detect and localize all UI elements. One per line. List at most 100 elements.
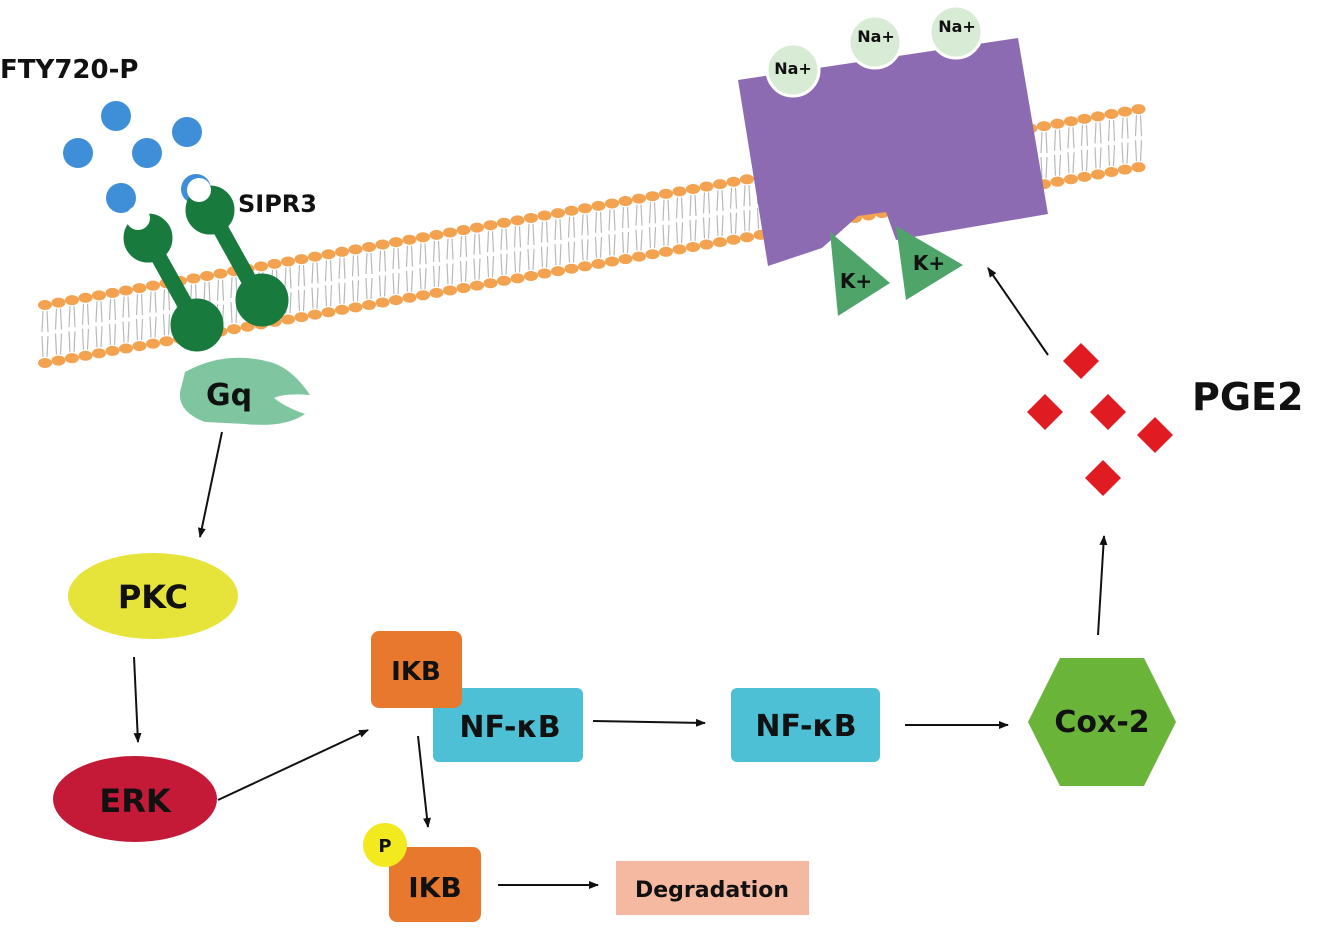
- lipid-tail: [167, 289, 171, 311]
- lipid-tail: [599, 236, 603, 258]
- lipid-tail: [59, 308, 63, 330]
- lipid-tail: [140, 294, 144, 316]
- k-label: K+: [840, 269, 872, 293]
- cox2-label: Cox-2: [1054, 705, 1149, 740]
- lipid-tail: [329, 285, 333, 307]
- lipid-tail: [68, 306, 71, 328]
- lipid-head: [227, 324, 241, 335]
- potassium-ion: K+: [896, 226, 963, 300]
- pkc-label: PKC: [118, 578, 188, 616]
- lipid-tail: [392, 273, 395, 295]
- lipid-tail: [316, 287, 319, 309]
- receptor-foot: [170, 298, 224, 352]
- lipid-tail: [567, 241, 571, 263]
- lipid-head: [510, 215, 525, 226]
- lipid-tail: [675, 197, 679, 219]
- lipid-tail: [1134, 115, 1138, 137]
- lipid-tail: [1080, 149, 1084, 171]
- lipid-head: [92, 290, 106, 301]
- lipid-tail: [149, 316, 152, 338]
- lipid-head: [402, 234, 417, 245]
- lipid-tail: [613, 209, 616, 231]
- lipid-tail: [473, 233, 476, 255]
- lipid-tail: [621, 232, 625, 254]
- ikb-bound-label: IKB: [391, 657, 441, 687]
- lipid-head: [281, 314, 295, 325]
- lipid-tail: [662, 224, 665, 246]
- lipid-head: [429, 229, 444, 240]
- lipid-tail: [527, 248, 530, 270]
- lipid-tail: [505, 253, 508, 275]
- lipid-tail: [689, 219, 692, 241]
- lipid-tail: [1121, 142, 1124, 164]
- lipid-head: [186, 273, 201, 284]
- lipid-tail: [1107, 144, 1111, 167]
- lipid-tail: [135, 294, 139, 316]
- lipid-tail: [122, 321, 125, 343]
- lipid-head: [1118, 164, 1132, 175]
- pge2-diamond: [1137, 417, 1173, 453]
- phospho-ikb-node: [389, 847, 481, 922]
- na-label: Na+: [857, 27, 895, 46]
- lipid-tail: [694, 219, 697, 241]
- lipid-tail: [756, 207, 760, 229]
- na-label: Na+: [938, 17, 976, 36]
- lipid-tail: [59, 333, 63, 355]
- lipid-tail: [370, 277, 373, 300]
- receptor-label: SIPR3: [238, 190, 317, 218]
- lipid-tail: [505, 228, 508, 250]
- lipid-head: [632, 251, 646, 262]
- lipid-tail: [513, 251, 517, 273]
- lipid-tail: [527, 223, 530, 245]
- lipid-tail: [383, 250, 387, 272]
- lipid-tail: [653, 202, 657, 224]
- lipid-tail: [127, 296, 130, 318]
- lipid-head: [456, 225, 471, 236]
- lipid-tail: [95, 326, 98, 348]
- lipid-head: [200, 270, 214, 281]
- lipid-head: [510, 273, 525, 284]
- lipid-head: [551, 208, 565, 219]
- lipid-head: [1091, 169, 1105, 180]
- lipid-tail: [297, 265, 301, 287]
- lipid-tail: [451, 238, 454, 260]
- lipid-head: [321, 249, 336, 260]
- lipid-head: [497, 275, 511, 286]
- ligand-dot: [63, 138, 93, 168]
- lipid-tail: [540, 221, 544, 243]
- lipid-head: [1037, 121, 1051, 132]
- lipid-tail: [734, 212, 738, 234]
- lipid-tail: [302, 265, 306, 287]
- lipid-tail: [500, 253, 503, 275]
- lipid-tail: [1072, 152, 1075, 174]
- lipid-head: [119, 285, 133, 296]
- cox2-node: [1028, 658, 1176, 786]
- lipid-head: [659, 246, 673, 257]
- lipid-tail: [392, 248, 395, 270]
- lipid-head: [578, 203, 592, 214]
- lipid-tail: [289, 267, 292, 289]
- lipid-head: [470, 280, 484, 291]
- lipid-head: [726, 176, 741, 187]
- lipid-head: [1050, 176, 1065, 187]
- lipid-tail: [707, 217, 711, 239]
- lipid-tail: [54, 308, 58, 330]
- lipid-head: [51, 297, 66, 308]
- lipid-tail: [122, 296, 125, 318]
- lipid-head: [375, 239, 390, 250]
- lipid-tail: [167, 314, 171, 336]
- lipid-head: [159, 336, 174, 347]
- lipid-head: [362, 299, 376, 310]
- lipid-tail: [640, 229, 643, 251]
- lipid-tail: [491, 256, 495, 278]
- lipid-tail: [594, 236, 598, 258]
- lipid-tail: [694, 194, 697, 216]
- sodium-ion: Na+: [928, 4, 984, 60]
- arrow-ikb-to-phospho: [417, 735, 431, 828]
- lipid-tail: [230, 302, 233, 324]
- lipid-tail: [729, 187, 733, 209]
- lipid-tail: [1134, 140, 1138, 162]
- lipid-head: [416, 232, 430, 243]
- nfkb-free-label: NF-κB: [755, 709, 856, 744]
